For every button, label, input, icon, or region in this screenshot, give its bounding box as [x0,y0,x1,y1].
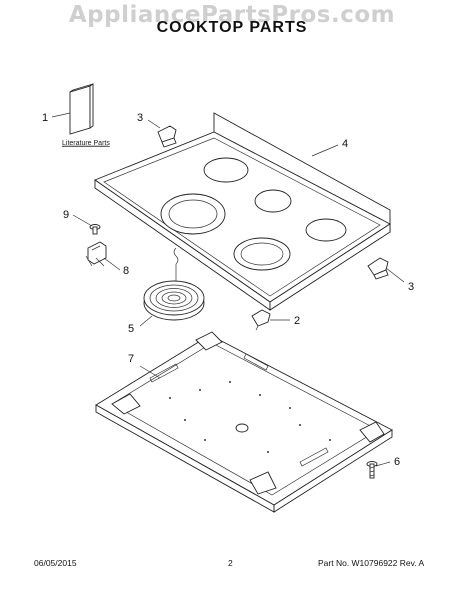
cooktop-clip-right[interactable] [367,257,389,280]
callout-1: 1 [42,112,48,124]
footer-date: 06/05/2015 [34,558,77,568]
callout-9: 9 [63,209,69,221]
page-title: COOKTOP PARTS [156,19,308,36]
leader-line-6 [375,461,391,467]
leader-line-5 [139,315,153,327]
callout-3a: 3 [137,112,143,124]
callout-7: 7 [128,353,134,365]
leader-line-1 [51,112,71,118]
leader-line-7 [139,365,161,379]
callout-6: 6 [394,456,400,468]
literature-parts-label: Literature Parts [62,140,110,147]
leader-line-3b [385,267,405,283]
leader-line-8 [103,257,121,271]
leader-line-4 [311,144,339,157]
footer-part-number: Part No. W10796922 Rev. A [318,558,425,568]
screw-part-9[interactable] [89,224,101,235]
leader-line-9 [72,214,93,227]
screw-part-6[interactable] [366,461,378,479]
callout-5: 5 [128,323,134,335]
cooktop-clip-left[interactable] [157,125,177,148]
frame-center-hole [235,423,249,433]
callout-4: 4 [342,138,348,150]
callout-3b: 3 [408,281,414,293]
burner-ring-front-left-inner [168,199,218,229]
burner-ring-rear-right [305,218,347,242]
terminal-block[interactable] [85,241,107,267]
glass-cooktop[interactable] [94,112,391,311]
cooktop-support-frame[interactable] [95,331,393,513]
burner-ring-center [254,189,292,213]
callout-8: 8 [123,265,129,277]
burner-ring-rear-left [203,157,249,183]
surface-element[interactable] [143,247,205,321]
leader-line-3a [147,119,161,129]
burner-ring-front-left-outer [160,193,226,235]
footer-page-number: 2 [228,558,233,568]
callout-2: 2 [294,315,300,327]
watermark: AppliancePartsPros.com [68,2,396,28]
burner-ring-front-right-inner [240,242,284,266]
literature-parts-booklet[interactable] [69,83,94,135]
cooktop-bracket[interactable] [251,309,271,331]
